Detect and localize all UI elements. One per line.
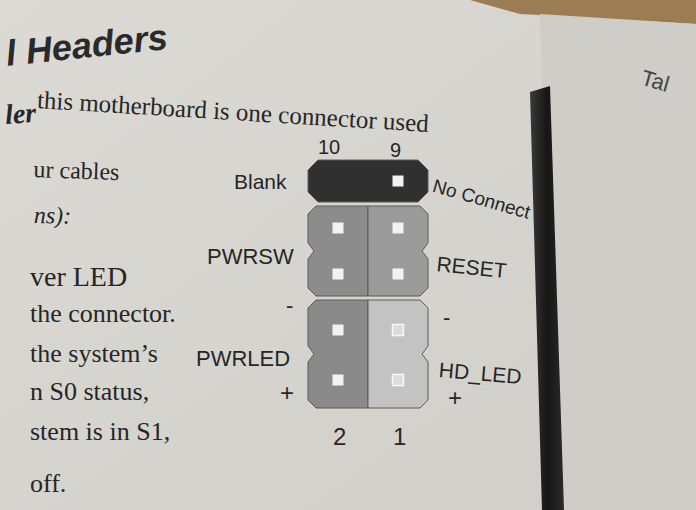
pin <box>333 269 344 280</box>
pin-header <box>308 160 428 408</box>
pin-label: RESET <box>436 252 508 282</box>
pin-label: PWRSW <box>207 245 294 269</box>
body-text: the system’s <box>30 340 158 369</box>
pin-number: 2 <box>333 424 346 450</box>
right-page <box>540 14 696 510</box>
pin-label: PWRLED <box>196 347 290 371</box>
body-text: ns): <box>34 202 72 229</box>
pin <box>393 223 404 234</box>
polarity-sign: + <box>448 385 462 411</box>
body-text: off. <box>30 470 66 499</box>
body-text: the connector. <box>30 300 176 329</box>
pin-number: 1 <box>393 424 406 450</box>
polarity-sign: - <box>286 294 293 318</box>
body-text: ur cables <box>33 156 120 185</box>
reset-block <box>368 206 428 296</box>
pin <box>333 223 344 234</box>
body-text: stem is in S1, <box>30 418 170 447</box>
pin-label: Blank <box>234 170 287 193</box>
pin-label: HD_LED <box>438 358 523 388</box>
pin-label: No Connect <box>430 176 532 224</box>
book-edge <box>530 86 564 510</box>
blank-pin-block <box>308 160 428 202</box>
polarity-sign: + <box>280 380 294 406</box>
body-text: ver LED <box>30 262 127 293</box>
pin <box>333 325 344 336</box>
pin <box>393 375 404 386</box>
pin <box>393 176 404 187</box>
body-text: n S0 status, <box>30 378 149 407</box>
page-text: Tal <box>638 66 672 97</box>
pin-number: 10 <box>318 136 340 158</box>
pin <box>393 325 404 336</box>
pin-number: 9 <box>390 139 401 161</box>
body-text: this motherboard is one connector used <box>36 86 429 137</box>
pwrled-block <box>308 300 368 408</box>
hdled-block <box>368 300 428 408</box>
pins <box>333 176 404 386</box>
pwrsw-block <box>308 206 368 296</box>
sub-heading: ler <box>4 98 37 131</box>
polarity-sign: - <box>443 306 450 330</box>
pin <box>333 375 344 386</box>
section-heading: l Headers <box>4 17 169 73</box>
pin <box>393 269 404 280</box>
